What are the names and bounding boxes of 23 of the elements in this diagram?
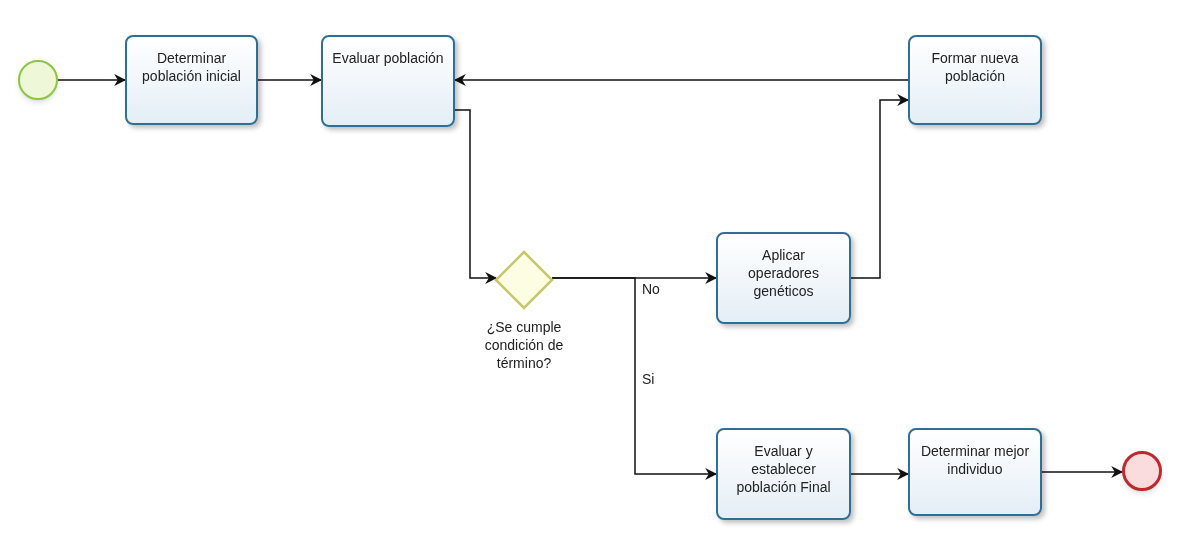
arrow <box>1041 466 1124 478</box>
task-label: Aplicar operadores genéticos <box>747 246 820 300</box>
decision-label: ¿Se cumple condición de término? <box>483 318 565 372</box>
edge-label: Si <box>640 372 657 386</box>
arrow <box>850 94 910 279</box>
arrow <box>257 74 323 86</box>
task-box <box>908 35 1042 125</box>
task-label: Determinar mejor individuo <box>919 442 1031 478</box>
edge-label: No <box>640 282 662 296</box>
task-label: Evaluar población <box>332 49 444 67</box>
task-box <box>321 35 455 127</box>
arrow <box>453 74 909 86</box>
task-label: Formar nueva población <box>930 49 1020 85</box>
arrow <box>454 109 498 284</box>
task-label: Determinar población inicial <box>141 49 242 85</box>
arrow <box>57 74 127 86</box>
task-box <box>716 232 851 324</box>
arrow <box>551 277 718 480</box>
task-label: Evaluar y establecer población Final <box>735 442 832 496</box>
task-box <box>716 428 851 520</box>
task-box <box>908 428 1042 516</box>
arrow <box>850 468 910 480</box>
task-box <box>125 35 258 125</box>
